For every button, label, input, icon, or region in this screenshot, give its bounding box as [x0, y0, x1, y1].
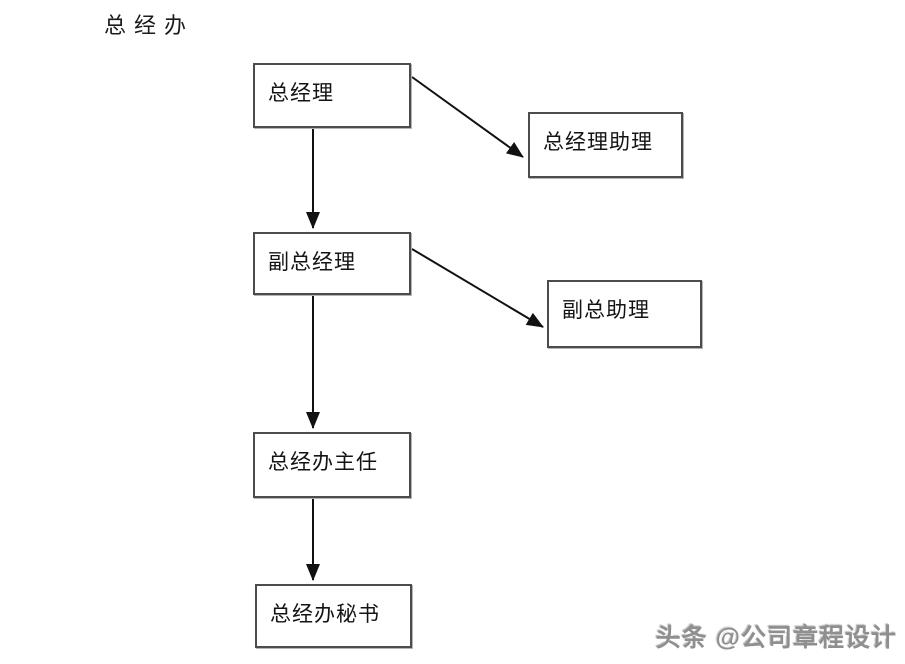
node-gm-assistant: 总经理助理: [528, 112, 683, 178]
node-label: 总经办秘书: [270, 603, 380, 626]
node-office-director: 总经办主任: [253, 432, 411, 498]
diagram-title: 总经办: [104, 14, 195, 39]
node-label: 副总助理: [562, 299, 650, 322]
node-label: 副总经理: [268, 251, 356, 274]
edge-gm-to-gm-assistant: [411, 76, 524, 158]
node-general-manager: 总经理: [253, 63, 411, 128]
node-deputy-gm: 副总经理: [253, 232, 411, 295]
watermark: 头条 @公司章程设计: [655, 624, 897, 652]
node-deputy-gm-assistant: 副总助理: [547, 280, 702, 348]
node-label: 总经办主任: [268, 451, 378, 474]
node-label: 总经理助理: [543, 131, 653, 154]
node-office-secretary: 总经办秘书: [255, 584, 412, 648]
edge-deputy-gm-to-deputy-assistant: [411, 248, 544, 328]
node-label: 总经理: [268, 82, 334, 105]
